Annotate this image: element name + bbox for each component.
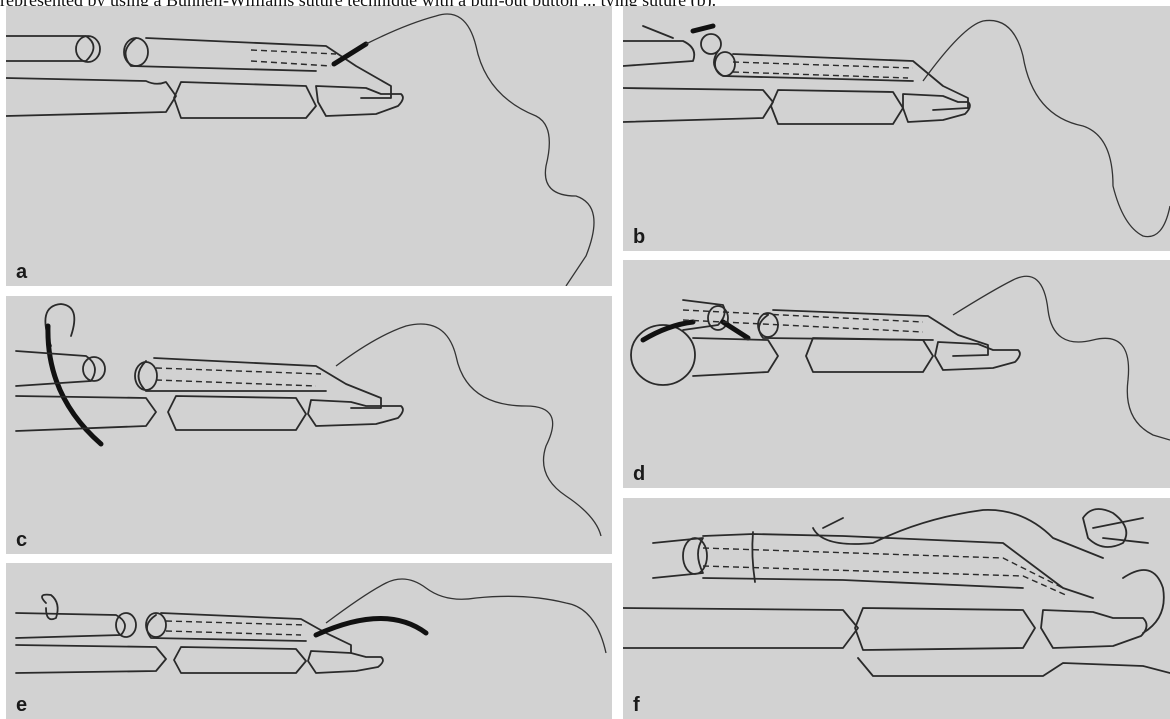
- panel-label-e: e: [16, 695, 27, 715]
- tendon-suture-drawing-c: [6, 296, 612, 554]
- diagram-panel-e: e: [6, 563, 612, 719]
- diagram-panel-b: b: [623, 6, 1170, 251]
- diagram-panel-c: c: [6, 296, 612, 554]
- diagram-panel-a: a: [6, 6, 612, 286]
- diagram-panel-f: f: [623, 498, 1170, 719]
- tendon-suture-drawing-a: [6, 6, 612, 286]
- tendon-suture-drawing-d: [623, 260, 1170, 488]
- diagram-panel-d: d: [623, 260, 1170, 488]
- tendon-suture-drawing-e: [6, 563, 612, 719]
- panel-label-f: f: [633, 695, 640, 715]
- panel-label-c: c: [16, 530, 27, 550]
- panel-label-a: a: [16, 262, 27, 282]
- tendon-suture-drawing-f: [623, 498, 1170, 719]
- panel-label-d: d: [633, 464, 645, 484]
- panel-label-b: b: [633, 227, 645, 247]
- tendon-suture-drawing-b: [623, 6, 1170, 251]
